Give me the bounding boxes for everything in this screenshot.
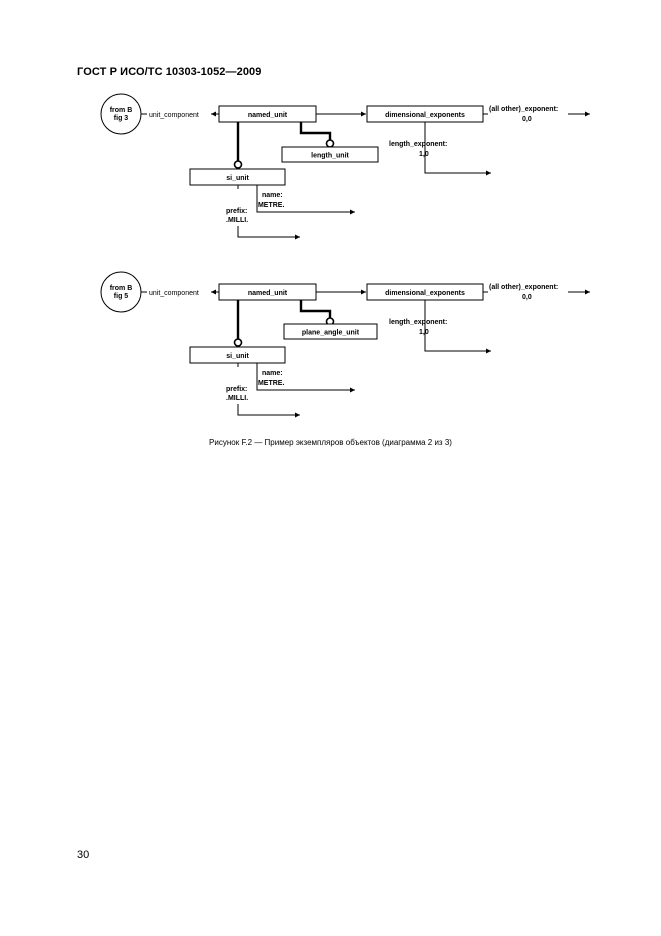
named-unit-label: named_unit [248,112,288,119]
source-reference-circle: from B fig 5 [100,271,142,313]
other-exponent-label: (all other)_exponent: [489,106,558,113]
name-arrow [256,185,355,215]
other-exponent-value: 0,0 [522,116,532,123]
other-exponent-value: 0,0 [522,294,532,301]
length-exponent-value: 1,0 [419,329,429,336]
name-value: .METRE. [256,202,284,209]
diagram-1: from B fig 3 unit_component named_unit d… [100,93,590,240]
prefix-arrow [237,226,300,240]
length-exponent-arrow [424,122,491,176]
subtype-connector [299,122,332,140]
subtype-label: length_unit [311,153,349,160]
prefix-arrow [237,404,300,418]
si-unit-box: si_unit [189,168,286,186]
source-line-1: from B [110,107,133,114]
si-unit-circle [233,160,243,169]
document-header: ГОСТ Р ИСО/ТС 10303-1052—2009 [77,66,262,78]
other-exponent-label: (all other)_exponent: [489,284,558,291]
source-line-2: fig 5 [114,293,128,300]
prefix-label: prefix: [226,208,247,215]
name-arrow [256,363,355,393]
named-unit-box: named_unit [218,105,317,123]
source-line-2: fig 3 [114,115,128,122]
subtype-box: plane_angle_unit [283,323,378,340]
dimensional-exponents-box: dimensional_exponents [366,105,484,123]
si-unit-circle [233,338,243,347]
name-label: name: [262,370,283,377]
si-unit-box: si_unit [189,346,286,364]
dimensional-exponents-label: dimensional_exponents [385,112,465,119]
length-exponent-label: length_exponent: [389,141,447,148]
source-reference-circle: from B fig 3 [100,93,142,135]
prefix-label: prefix: [226,386,247,393]
named-unit-box: named_unit [218,283,317,301]
dimensional-exponents-label: dimensional_exponents [385,290,465,297]
subtype-box: length_unit [281,146,379,163]
dimensional-exponents-box: dimensional_exponents [366,283,484,301]
si-unit-label: si_unit [226,353,249,360]
prefix-value: .MILLI. [226,217,248,224]
name-label: name: [262,192,283,199]
diagram-2: from B fig 5 unit_component named_unit d… [100,271,590,418]
source-line-1: from B [110,285,133,292]
figure-caption: Рисунок F.2 — Пример экземпляров объекто… [209,438,452,447]
subtype-circle [325,139,335,148]
subtype-label: plane_angle_unit [302,330,360,337]
length-exponent-value: 1,0 [419,151,429,158]
relation-label: unit_component [149,290,199,297]
prefix-value: .MILLI. [226,395,248,402]
relation-label: unit_component [149,112,199,119]
name-value: .METRE. [256,380,284,387]
length-exponent-arrow [424,300,491,354]
si-unit-label: si_unit [226,175,249,182]
named-unit-label: named_unit [248,290,288,297]
page-number: 30 [77,849,90,861]
subtype-connector [299,300,332,318]
length-exponent-label: length_exponent: [389,319,447,326]
